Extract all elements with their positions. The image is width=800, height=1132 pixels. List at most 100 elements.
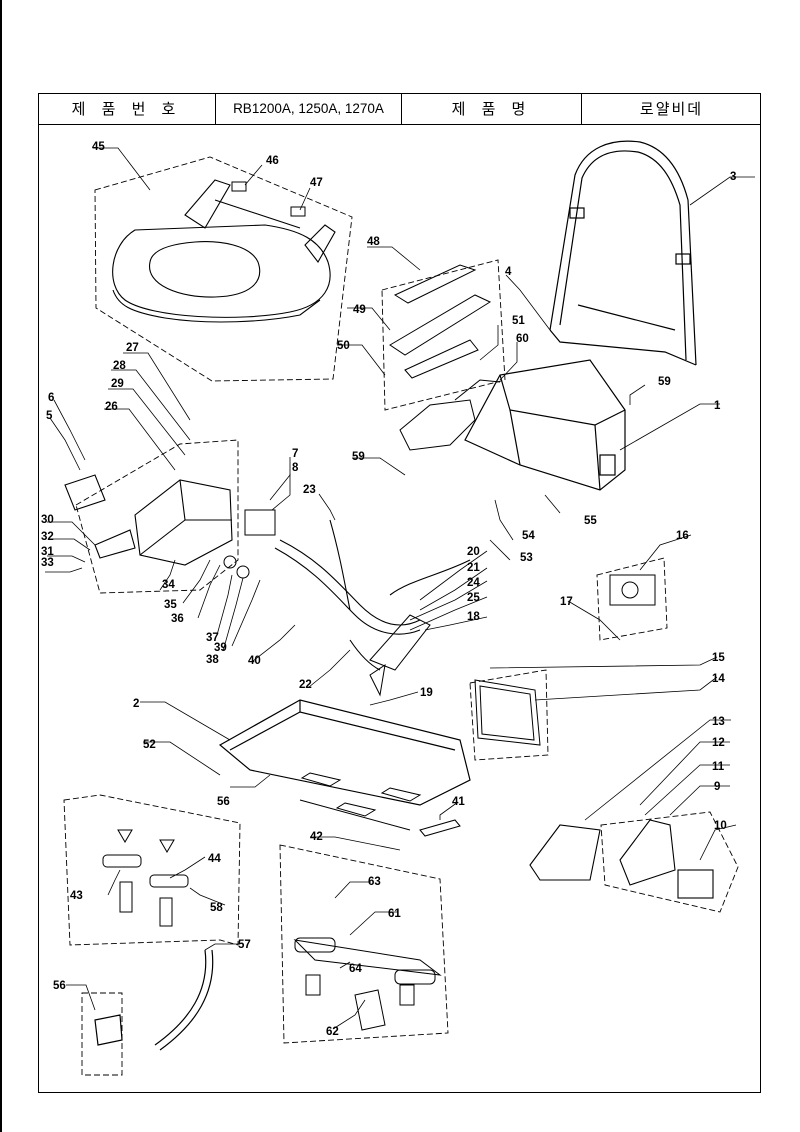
callout-28: 28 [113, 360, 126, 372]
callout-18: 18 [467, 611, 480, 623]
nozzle-arm-part [399, 379, 501, 451]
pcb-part [474, 679, 541, 746]
page-edge-line [0, 0, 2, 1132]
callout-9: 9 [714, 781, 720, 793]
callout-8: 8 [292, 462, 299, 474]
callout-60: 59 [352, 451, 365, 463]
motor-group-outline [596, 557, 668, 641]
bracket-group-right-outline [279, 844, 449, 1044]
callout-24: 24 [467, 577, 480, 589]
hose-part [274, 519, 471, 671]
callout-41: 41 [452, 796, 465, 808]
dryer-part [529, 819, 714, 899]
callout-46: 46 [266, 155, 279, 167]
model-numbers: RB1200A, 1250A, 1270A [216, 93, 402, 124]
callout-61: 60 [516, 333, 529, 345]
callout-20: 20 [467, 546, 480, 558]
seat-part [112, 179, 336, 323]
callout-1: 1 [714, 400, 721, 412]
callout-7: 7 [292, 448, 298, 460]
pcb-group-outline [469, 669, 549, 761]
hinge-pin-parts [231, 181, 306, 217]
callout-13: 13 [712, 716, 725, 728]
callout-38: 38 [206, 654, 219, 666]
callout-36: 36 [171, 613, 184, 625]
callout-34: 34 [162, 579, 175, 591]
callout-25: 25 [467, 592, 480, 604]
control-panel-part [389, 264, 492, 379]
callout-65: 64 [349, 963, 362, 975]
callout-31: 31 [41, 546, 54, 558]
callout-63: 62 [326, 1026, 339, 1038]
bracket-group-left-outline [63, 794, 241, 946]
callout-15: 15 [712, 652, 725, 664]
callout-4: 4 [505, 266, 512, 278]
callout-55: 55 [584, 515, 597, 527]
callout-62: 61 [388, 908, 401, 920]
callout-40: 40 [248, 655, 261, 667]
callout-39: 39 [214, 642, 227, 654]
callout-44: 44 [208, 853, 221, 865]
callout-43: 43 [70, 890, 83, 902]
seat-group-outline [94, 156, 353, 382]
callout-58: 57 [238, 939, 251, 951]
callout-50: 50 [337, 340, 350, 352]
callout-57: 56 [53, 980, 66, 992]
callout-14: 14 [712, 673, 725, 685]
title-block: 제 품 번 호 RB1200A, 1250A, 1270A 제 품 명 로얄비데 [38, 93, 761, 125]
part-number-label: 제 품 번 호 [38, 93, 216, 124]
callout-59-bottom: 58 [210, 902, 223, 914]
callout-54: 54 [522, 530, 535, 542]
leader-lines [45, 147, 755, 1030]
drawing-frame [38, 93, 761, 1093]
tee-valve-outline [81, 992, 123, 1076]
callout-59-top: 59 [658, 376, 671, 388]
callout-53: 53 [520, 552, 533, 564]
control-panel-group-outline [381, 259, 506, 411]
callout-52: 52 [143, 739, 156, 751]
motor-part [609, 574, 656, 606]
lid-part [549, 140, 697, 366]
callout-labels: 45 46 47 3 48 4 49 51 60 50 27 28 59 29 … [41, 141, 736, 1038]
callout-30: 30 [41, 514, 54, 526]
callout-48: 48 [367, 236, 380, 248]
callout-49: 49 [353, 304, 366, 316]
callout-5: 5 [46, 410, 53, 422]
callout-26: 26 [105, 401, 118, 413]
product-name: 로얄비데 [639, 101, 704, 118]
callout-12: 12 [712, 737, 725, 749]
callout-16: 16 [676, 530, 689, 542]
slide-rail-part [299, 772, 461, 837]
callout-23: 23 [303, 484, 316, 496]
left-bracket-part [102, 829, 189, 927]
callout-64: 63 [368, 876, 381, 888]
callout-29: 29 [111, 378, 124, 390]
callout-33: 33 [41, 557, 54, 569]
callout-47: 47 [310, 177, 323, 189]
callout-19: 19 [420, 687, 433, 699]
callout-37: 37 [206, 632, 219, 644]
callout-3: 3 [730, 171, 736, 183]
callout-6: 6 [48, 392, 54, 404]
dryer-group-outline [600, 811, 739, 913]
callout-51: 51 [512, 315, 525, 327]
group-outlines [63, 156, 739, 1076]
callout-10: 10 [714, 820, 727, 832]
right-bracket-part [293, 937, 442, 1031]
callout-22: 22 [299, 679, 312, 691]
callout-11: 11 [712, 761, 725, 773]
flow-sensor-part [223, 509, 276, 579]
valve-assembly-part [64, 474, 233, 566]
callout-27: 27 [126, 342, 139, 354]
base-plate-part [218, 699, 471, 806]
product-name-label: 제 품 명 [402, 93, 582, 124]
callout-45: 45 [92, 141, 105, 153]
callout-56: 56 [217, 796, 230, 808]
callout-2: 2 [133, 698, 139, 710]
main-body-part [464, 359, 626, 491]
valve-group-outline [75, 439, 239, 594]
callout-42: 42 [310, 831, 323, 843]
supply-hose-part [94, 949, 214, 1051]
callout-35: 35 [164, 599, 177, 611]
